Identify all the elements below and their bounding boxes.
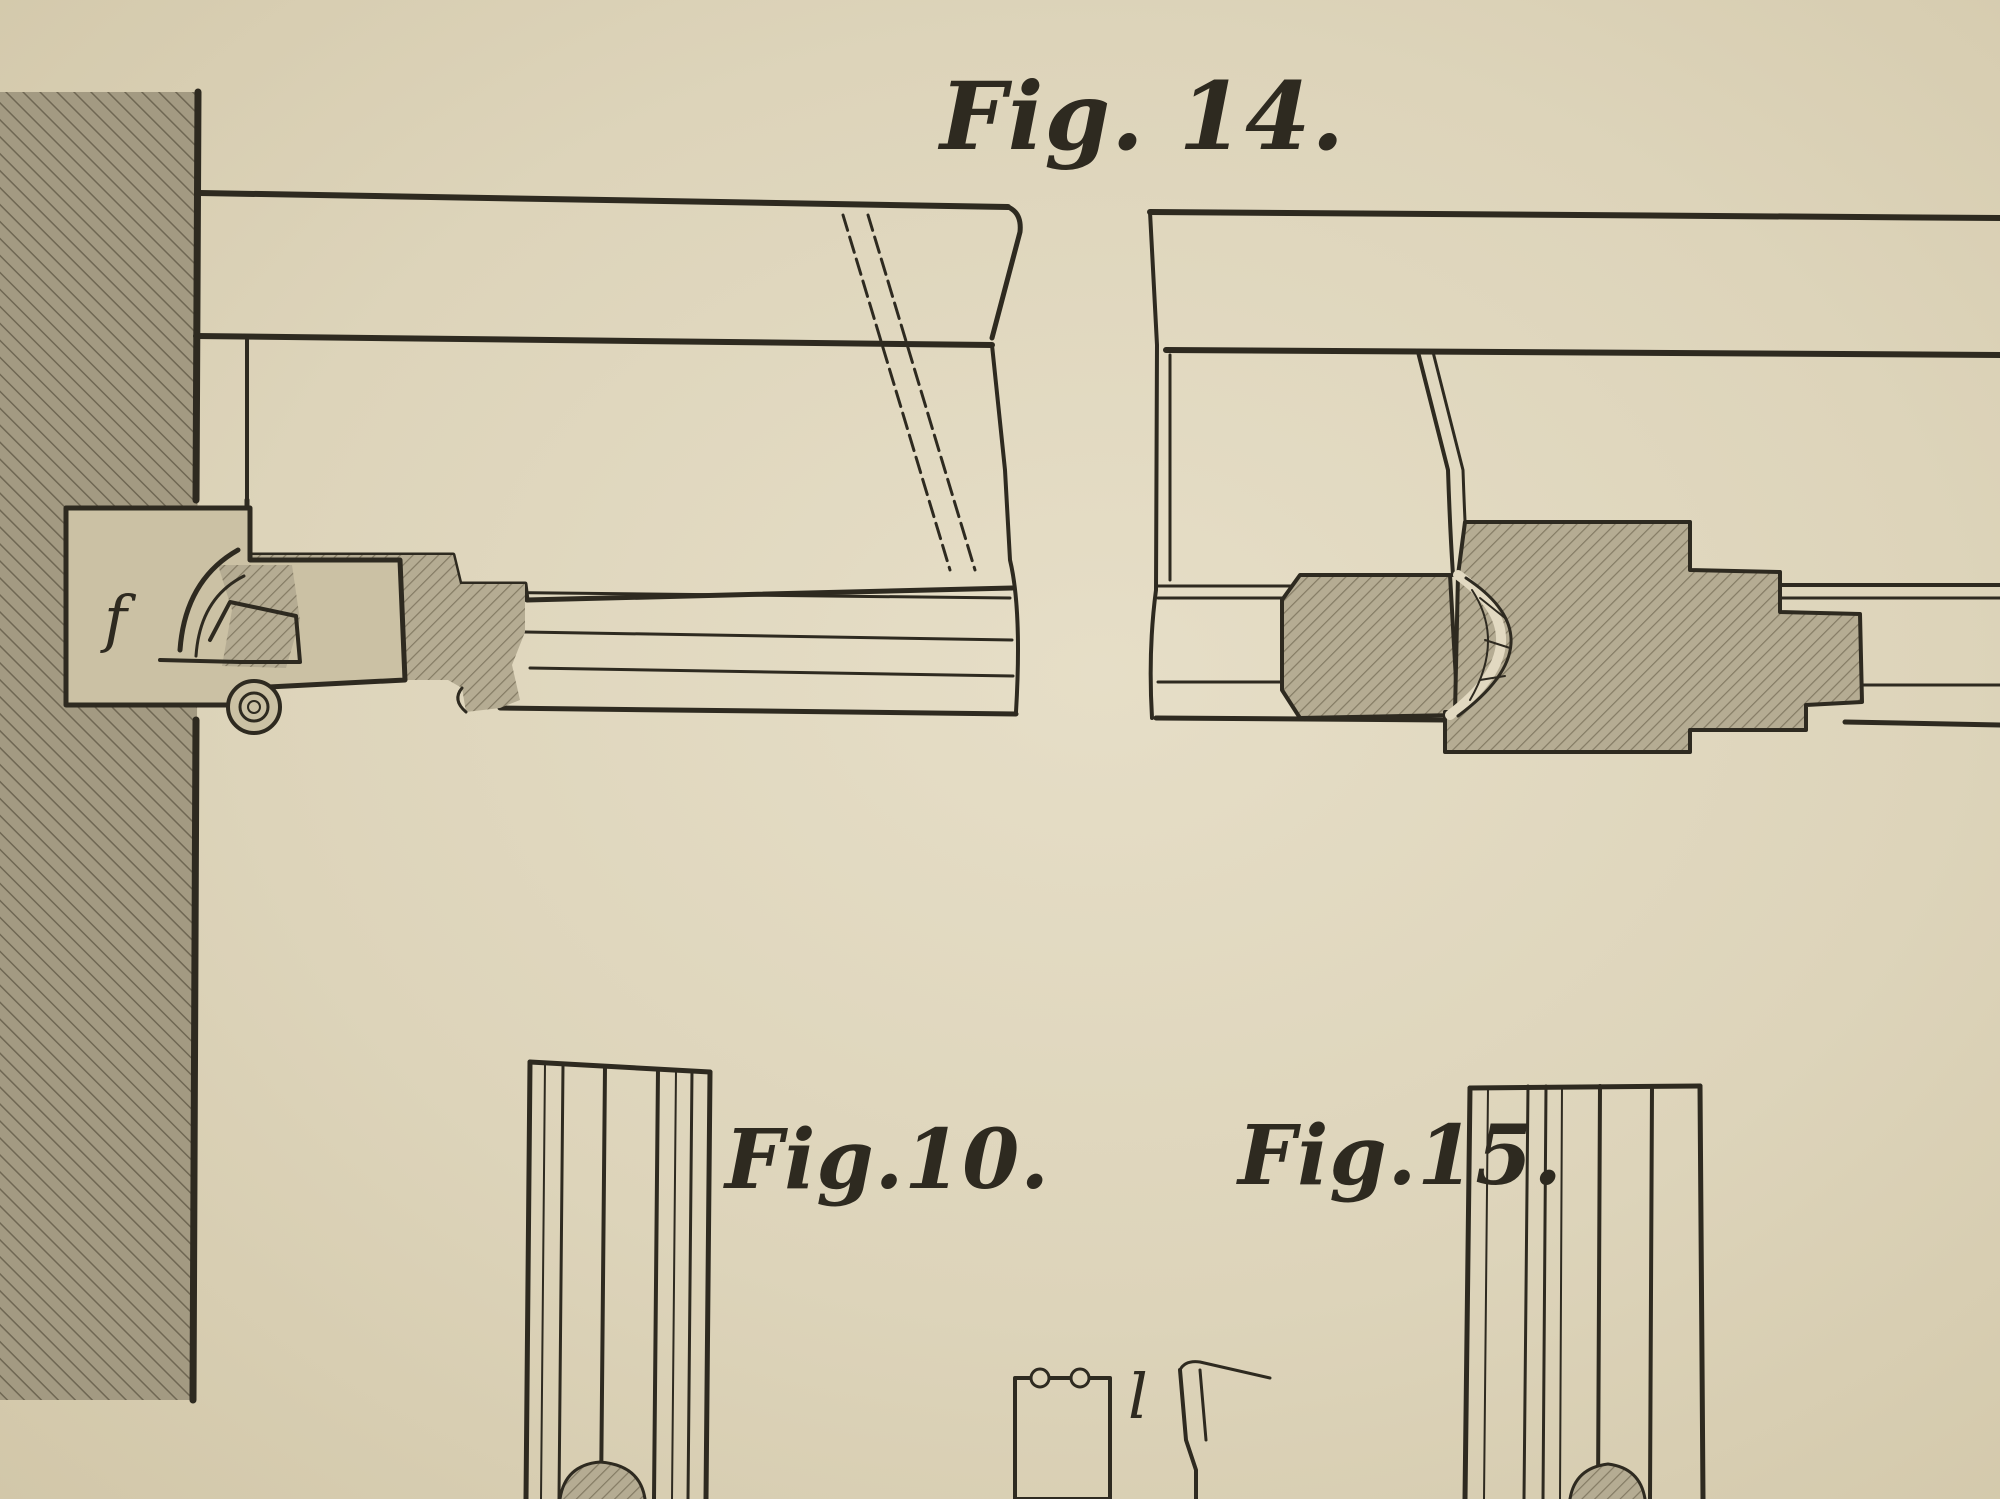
wall-section bbox=[0, 88, 202, 1404]
fig15-drawing bbox=[1462, 1083, 1706, 1499]
small-fitting-detail bbox=[1013, 1360, 1272, 1499]
fig14-left-moulding bbox=[63, 505, 525, 735]
fig14-left-sash bbox=[193, 190, 1023, 717]
fig14-right-moulding bbox=[1280, 520, 1864, 754]
fig14-title: Fig. 14. bbox=[940, 62, 1346, 172]
reference-letter-l: l bbox=[1128, 1360, 1148, 1433]
fig10-title: Fig.10. bbox=[725, 1112, 1050, 1208]
fig15-title: Fig.15. bbox=[1238, 1108, 1563, 1204]
reference-letter-f: f bbox=[104, 582, 127, 655]
fig10-drawing bbox=[523, 1059, 713, 1499]
